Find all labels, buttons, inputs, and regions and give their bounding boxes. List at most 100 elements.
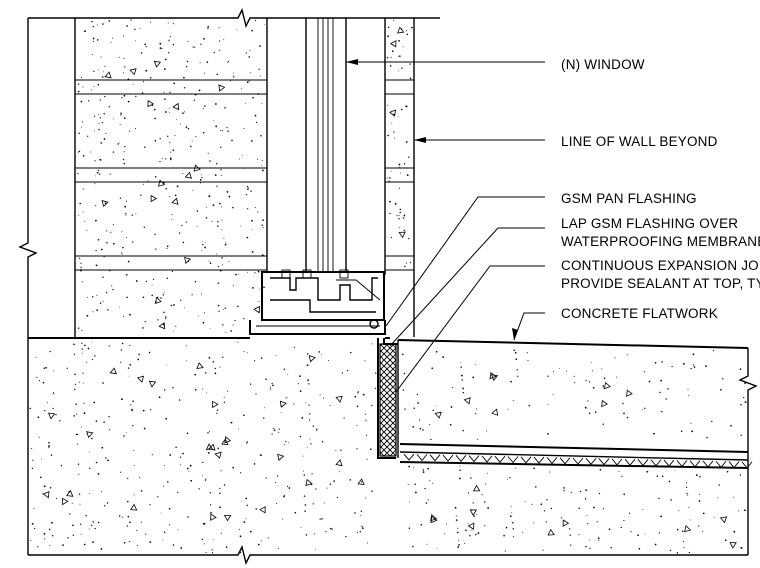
aggregate-speck — [507, 478, 508, 480]
aggregate-speck — [219, 40, 221, 42]
aggregate-speck — [243, 127, 245, 130]
aggregate-speck — [132, 241, 134, 243]
aggregate-speck — [86, 314, 89, 317]
aggregate-speck — [177, 529, 179, 531]
aggregate-speck — [475, 408, 478, 410]
aggregate-speck — [149, 541, 152, 543]
aggregate-speck — [308, 383, 310, 385]
aggregate-speck — [186, 432, 189, 435]
aggregate-speck — [462, 387, 464, 390]
aggregate-speck — [401, 67, 403, 69]
aggregate-speck — [515, 358, 518, 361]
aggregate-speck — [259, 75, 261, 77]
aggregate-speck — [209, 160, 211, 162]
aggregate-speck — [413, 407, 416, 409]
aggregate-speck — [183, 76, 185, 79]
aggregate-speck — [161, 47, 163, 49]
aggregate-speck — [362, 393, 365, 396]
aggregate-triangle — [603, 381, 611, 390]
aggregate-speck — [232, 206, 234, 209]
aggregate-speck — [240, 472, 242, 474]
aggregate-speck — [83, 402, 85, 404]
aggregate-speck — [311, 473, 313, 475]
aggregate-speck — [189, 464, 192, 467]
aggregate-speck — [516, 369, 518, 371]
aggregate-speck — [133, 450, 135, 452]
aggregate-speck — [131, 214, 133, 216]
aggregate-speck — [273, 427, 275, 430]
aggregate-speck — [159, 42, 162, 45]
aggregate-speck — [222, 356, 224, 358]
aggregate-speck — [226, 191, 229, 193]
aggregate-speck — [512, 528, 515, 530]
aggregate-speck — [261, 165, 262, 166]
aggregate-speck — [399, 211, 401, 214]
aggregate-speck — [243, 318, 245, 320]
aggregate-speck — [277, 548, 279, 549]
aggregate-speck — [250, 140, 253, 142]
aggregate-speck — [149, 504, 151, 506]
aggregate-speck — [222, 309, 224, 311]
aggregate-speck — [94, 527, 96, 530]
aggregate-speck — [563, 490, 565, 492]
aggregate-speck — [74, 373, 76, 376]
aggregate-speck — [656, 475, 659, 477]
aggregate-speck — [462, 392, 465, 394]
aggregate-speck — [208, 195, 210, 198]
aggregate-speck — [107, 459, 109, 462]
aggregate-speck — [131, 409, 133, 412]
aggregate-speck — [202, 241, 203, 243]
aggregate-speck — [588, 381, 591, 383]
aggregate-speck — [589, 547, 591, 550]
aggregate-speck — [209, 262, 212, 264]
aggregate-speck — [211, 549, 213, 551]
aggregate-speck — [644, 533, 646, 535]
aggregate-triangle — [308, 355, 316, 363]
aggregate-speck — [192, 46, 194, 48]
aggregate-speck — [409, 77, 412, 80]
aggregate-speck — [155, 248, 157, 250]
aggregate-speck — [409, 261, 411, 264]
aggregate-speck — [319, 394, 321, 396]
aggregate-speck — [188, 470, 190, 472]
aggregate-triangle — [184, 171, 192, 179]
aggregate-speck — [413, 467, 415, 469]
aggregate-speck — [232, 72, 234, 74]
aggregate-speck — [254, 272, 256, 274]
aggregate-speck — [460, 366, 462, 368]
aggregate-speck — [722, 378, 724, 380]
aggregate-speck — [354, 512, 356, 514]
aggregate-speck — [408, 527, 411, 529]
aggregate-speck — [661, 410, 663, 413]
aggregate-speck — [139, 28, 141, 30]
aggregate-speck — [310, 443, 312, 445]
aggregate-speck — [91, 359, 93, 361]
aggregate-speck — [688, 551, 691, 554]
aggregate-speck — [154, 233, 156, 236]
aggregate-speck — [203, 108, 205, 109]
aggregate-speck — [129, 363, 132, 366]
aggregate-speck — [71, 502, 73, 504]
aggregate-speck — [274, 482, 277, 484]
aggregate-speck — [238, 428, 239, 430]
aggregate-speck — [50, 454, 53, 457]
aggregate-speck — [39, 476, 42, 479]
aggregate-triangle — [221, 438, 229, 446]
aggregate-speck — [72, 524, 74, 527]
aggregate-speck — [80, 523, 82, 525]
aggregate-speck — [228, 60, 230, 63]
aggregate-speck — [91, 54, 93, 55]
aggregate-speck — [104, 65, 106, 67]
aggregate-speck — [223, 396, 225, 398]
aggregate-speck — [184, 111, 185, 113]
aggregate-speck — [62, 544, 64, 546]
aggregate-speck — [178, 399, 181, 401]
aggregate-speck — [221, 228, 223, 230]
aggregate-speck — [686, 492, 688, 495]
aggregate-speck — [578, 507, 580, 510]
aggregate-speck — [403, 372, 406, 375]
aggregate-triangle — [335, 395, 343, 403]
aggregate-speck — [475, 533, 477, 536]
aggregate-speck — [387, 26, 390, 29]
aggregate-speck — [414, 483, 416, 486]
